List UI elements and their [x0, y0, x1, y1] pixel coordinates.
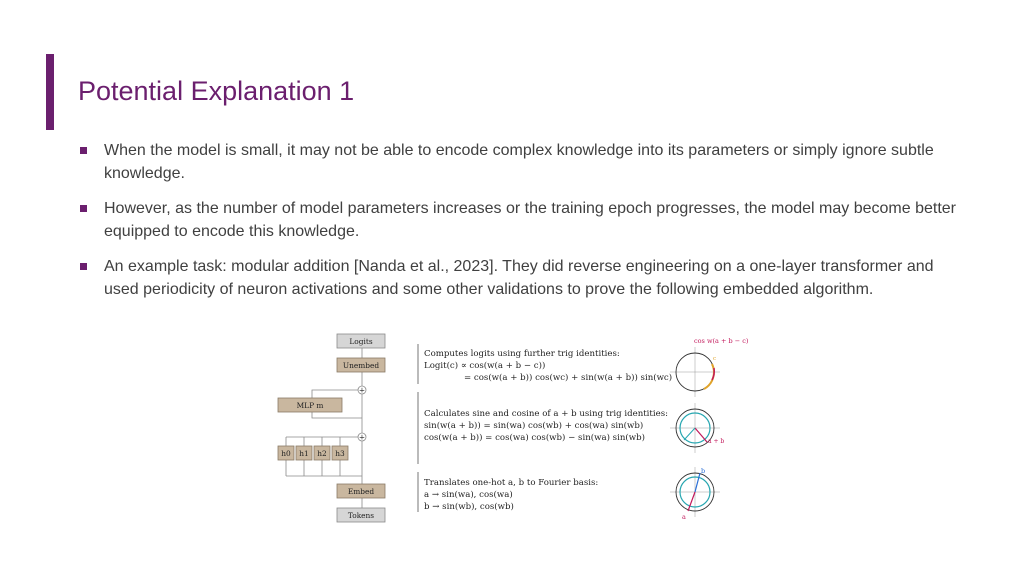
- equation-section-fourier: Translates one-hot a, b to Fourier basis…: [424, 478, 598, 512]
- angle-arc: [703, 363, 715, 390]
- embed-box: [336, 483, 386, 499]
- sum-vector: [694, 427, 708, 443]
- unit-circle-sum: a + b: [670, 403, 724, 453]
- logits-label: Logits: [349, 337, 372, 346]
- section-heading: Translates one-hot a, b to Fourier basis…: [424, 478, 598, 488]
- attention-head-label: h1: [299, 449, 308, 458]
- equation-line: = cos(w(a + b)) cos(wc) + sin(w(a + b)) …: [464, 372, 672, 383]
- unembed-box: [336, 357, 386, 373]
- circle-label: cos w(a + b − c): [694, 337, 749, 345]
- tokens-box: [336, 507, 386, 523]
- unit-circle-logits: cos w(a + b − c) c: [670, 337, 749, 397]
- attention-head-label: h2: [317, 449, 326, 458]
- logits-box: [336, 333, 386, 349]
- section-heading: Calculates sine and cosine of a + b usin…: [424, 409, 668, 419]
- mlp-box: [277, 397, 343, 413]
- vector: [683, 427, 696, 441]
- bullet-marker-icon: [80, 147, 87, 154]
- equation-line: sin(w(a + b)) = sin(wa) cos(wb) + cos(wa…: [424, 420, 643, 431]
- inner-circle: [679, 412, 711, 444]
- circle-label: a: [682, 513, 686, 521]
- bullet-item: An example task: modular addition [Nanda…: [78, 255, 958, 301]
- equation-line: b → sin(wb), cos(wb): [424, 501, 514, 512]
- circle-label: a + b: [708, 438, 724, 445]
- mlp-output-line: [311, 389, 358, 398]
- section-heading: Computes logits using further trig ident…: [424, 349, 620, 359]
- a-vector: [687, 491, 696, 512]
- mlp-input-line: [311, 412, 362, 419]
- inner-circle: [679, 476, 711, 508]
- mlp-label: MLP m: [297, 401, 324, 410]
- plus-sign: +: [359, 386, 365, 395]
- unit-circle-fourier: b a: [670, 467, 720, 521]
- algorithm-figure: Logits Unembed + MLP m + h0 h1 h2 h3: [277, 333, 749, 523]
- bullet-item: However, as the number of model paramete…: [78, 197, 958, 243]
- embed-label: Embed: [348, 487, 375, 496]
- unembed-label: Unembed: [343, 361, 379, 370]
- bullet-list: When the model is small, it may not be a…: [78, 139, 958, 313]
- bullet-item: When the model is small, it may not be a…: [78, 139, 958, 185]
- attention-head-box: [277, 445, 295, 461]
- bullet-marker-icon: [80, 263, 87, 270]
- attention-head-label: h3: [335, 449, 345, 458]
- tokens-label: Tokens: [348, 511, 374, 520]
- unit-circle: [675, 408, 715, 448]
- transformer-diagram: Logits Unembed + MLP m + h0 h1 h2 h3: [277, 333, 386, 523]
- attention-head-box: [331, 445, 349, 461]
- attention-head-label: h0: [281, 449, 291, 458]
- b-vector: [694, 472, 701, 493]
- unit-circle: [675, 472, 715, 512]
- circle-label: b: [701, 467, 705, 475]
- bullet-marker-icon: [80, 205, 87, 212]
- attention-head-box: [313, 445, 331, 461]
- equation-section-trig: Calculates sine and cosine of a + b usin…: [424, 409, 668, 443]
- angle-arc: [711, 367, 715, 381]
- bullet-text: An example task: modular addition [Nanda…: [104, 258, 934, 298]
- bullet-text: When the model is small, it may not be a…: [104, 142, 934, 182]
- bullet-text: However, as the number of model paramete…: [104, 200, 956, 240]
- equation-section-logits: Computes logits using further trig ident…: [424, 349, 672, 383]
- attention-head-box: [295, 445, 313, 461]
- circle-label: c: [713, 356, 716, 362]
- plus-sign: +: [359, 433, 365, 442]
- equation-line: a → sin(wa), cos(wa): [424, 489, 513, 500]
- equation-line: Logit(c) ∝ cos(w(a + b − c)): [424, 360, 545, 371]
- title-accent-bar: [46, 54, 54, 130]
- equation-line: cos(w(a + b)) = cos(wa) cos(wb) − sin(wa…: [424, 432, 645, 443]
- slide-title: Potential Explanation 1: [78, 76, 355, 106]
